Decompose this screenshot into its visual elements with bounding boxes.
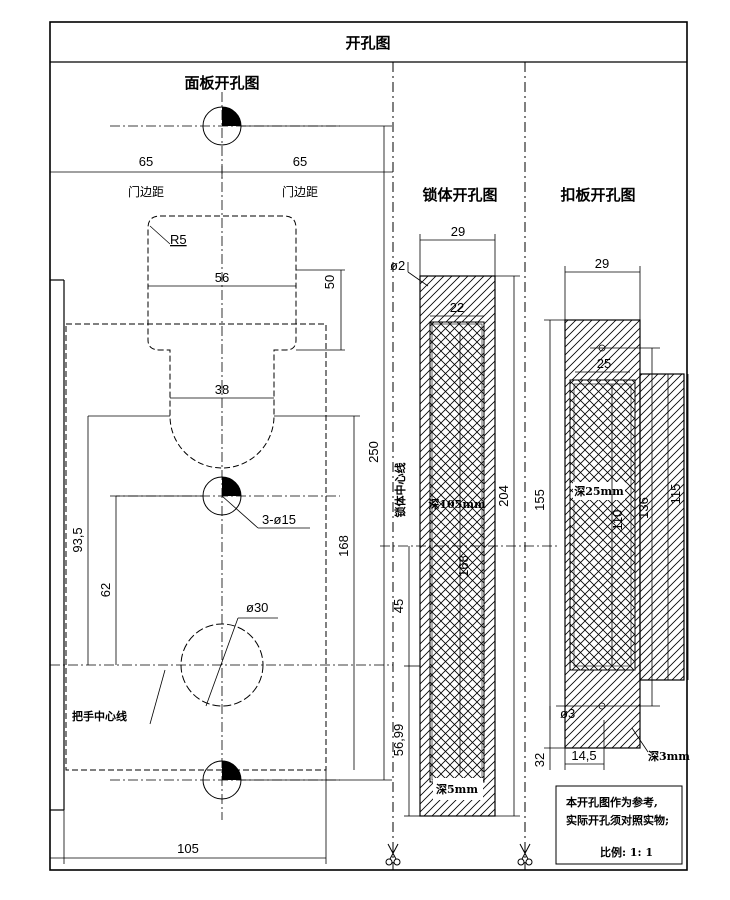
lock-dim-45: 45: [391, 599, 406, 613]
lock-width-22: 22: [450, 300, 464, 315]
panel-cutout: 面板开孔图 65 65 门边距 门边距: [50, 74, 393, 864]
lock-width-29: 29: [451, 224, 465, 239]
handle-hole: [180, 623, 264, 707]
strike-cutout: 扣板开孔图 29 25 深25mm: [532, 186, 690, 770]
lock-corner-label: ø2: [390, 258, 405, 273]
note-line-1: 本开孔图作为参考,: [566, 795, 658, 809]
strike-dim-32: 32: [532, 753, 547, 767]
radius-label: R5: [170, 232, 187, 247]
height-50-label: 50: [322, 275, 337, 289]
strike-dim-115: 115: [668, 484, 683, 505]
strike-depth-3: 深3mm: [648, 749, 690, 763]
note-box: 本开孔图作为参考, 实际开孔须对照实物; 比例: 1: 1: [555, 785, 683, 865]
strike-dim-14-5: 14,5: [571, 748, 596, 763]
lock-body-cutout: 锁体开孔图 29 22 ø2 锁体中心线 深105mm: [380, 186, 560, 817]
strike-depth-25: 深25mm: [574, 484, 624, 498]
scissors-icon: [385, 843, 401, 866]
handle-hole-label: ø30: [246, 600, 268, 615]
lock-centerline-label: 锁体中心线: [393, 463, 407, 518]
lock-body-heading: 锁体开孔图: [422, 186, 497, 204]
page-title: 开孔图: [345, 34, 390, 52]
scissors-icon: [517, 843, 533, 866]
lock-depth-5: 深5mm: [436, 782, 478, 796]
right-margin-label: 门边距: [282, 184, 318, 199]
strike-dim-136: 136: [636, 497, 651, 519]
note-line-2: 实际开孔须对照实物;: [566, 813, 669, 827]
left-margin-label: 门边距: [128, 184, 164, 199]
lock-depth-105: 深105mm: [428, 497, 486, 511]
width-56-label: 56: [215, 270, 229, 285]
strike-heading: 扣板开孔图: [560, 186, 635, 204]
dim-250-label: 250: [366, 441, 381, 463]
strike-width-29: 29: [595, 256, 609, 271]
lock-dim-168: 168: [456, 555, 471, 577]
left-margin-value: 65: [139, 154, 153, 169]
width-38-label: 38: [215, 382, 229, 397]
strike-width-25: 25: [597, 356, 611, 371]
drawing-frame: [49, 21, 688, 871]
note-scale: 比例: 1: 1: [600, 845, 653, 859]
strike-dim-110: 110: [610, 510, 625, 531]
handle-centerline-label: 把手中心线: [72, 709, 127, 723]
panel-cutout-heading: 面板开孔图: [184, 74, 259, 92]
lock-dim-204: 204: [496, 485, 511, 507]
handle-cutout-outline: [147, 215, 297, 469]
bottom-width-label: 105: [177, 841, 199, 856]
lock-dim-56-99: 56,99: [391, 724, 406, 757]
hole-spec-label: 3-ø15: [262, 512, 296, 527]
strike-dim-155: 155: [532, 489, 547, 511]
strike-lip: [639, 373, 685, 681]
strike-hole-label: ø3: [560, 706, 575, 721]
dim-93-5-label: 93,5: [70, 527, 85, 552]
dim-168-label: 168: [336, 535, 351, 557]
dim-62-label: 62: [98, 583, 113, 597]
right-margin-value: 65: [293, 154, 307, 169]
